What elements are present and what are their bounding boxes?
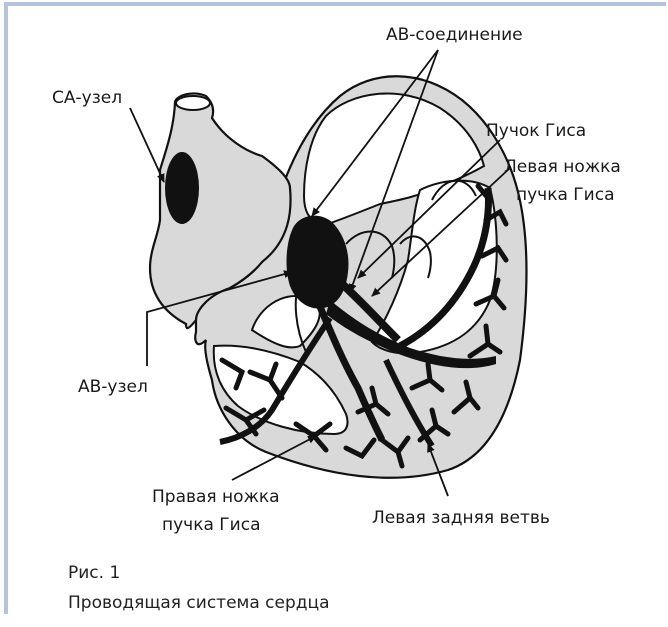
label-av-junction: АВ-соединение [386, 25, 523, 45]
label-sa-node: СА-узел [52, 88, 122, 108]
sa-node-shape [165, 152, 199, 224]
figure-number: Рис. 1 [68, 563, 120, 583]
label-av-node: АВ-узел [78, 377, 148, 397]
twig [486, 326, 488, 344]
label-left-bundle-branch-1: Левая ножка [504, 157, 621, 177]
figure-caption: Проводящая система сердца [68, 593, 330, 613]
label-right-bundle-branch-1: Правая ножка [152, 487, 280, 507]
sa-node-arrow [130, 108, 164, 182]
label-left-bundle-branch-2: пучка Гиса [516, 185, 615, 205]
label-left-posterior-fascicle: Левая задняя ветвь [372, 508, 550, 528]
vessel-opening [176, 96, 210, 110]
twig [428, 364, 430, 380]
label-his-bundle: Пучок Гиса [486, 121, 586, 141]
label-right-bundle-branch-2: пучка Гиса [162, 515, 261, 535]
